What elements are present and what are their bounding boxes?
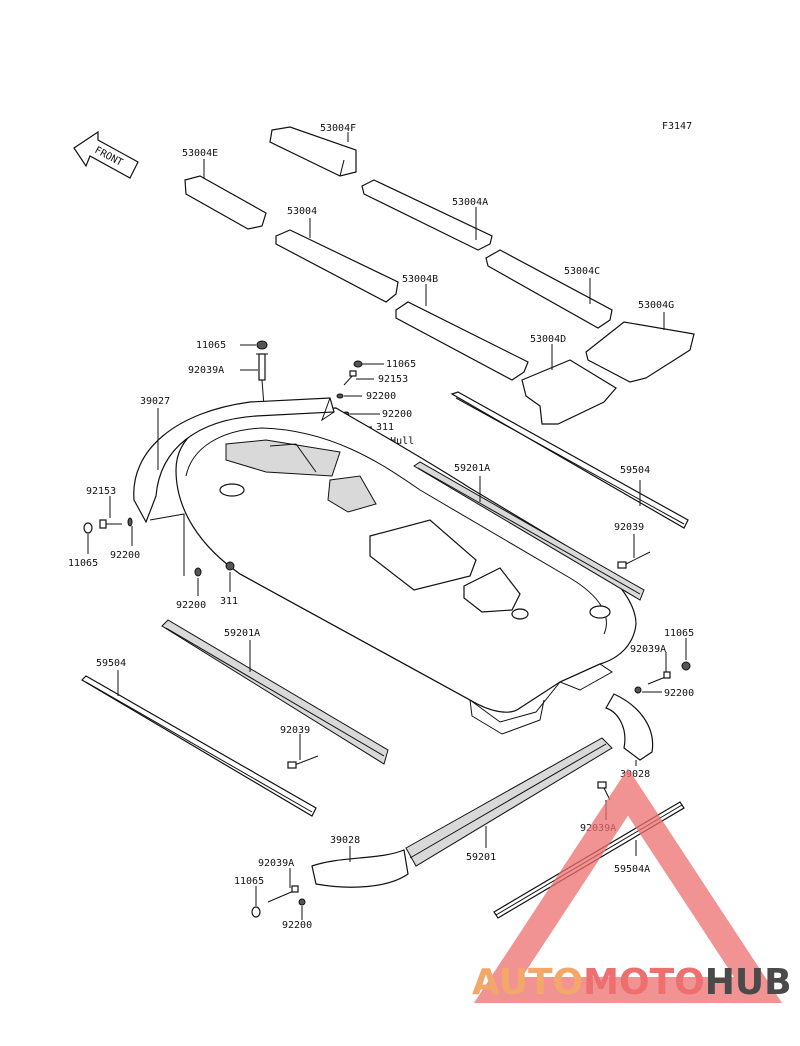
rivet-92039A-top	[256, 353, 268, 381]
mat-53004B	[395, 301, 529, 381]
label-11065-left: 11065	[68, 558, 98, 569]
label-92039-left: 92039	[280, 725, 310, 736]
bumper-39028-bot	[311, 849, 409, 888]
label-53004F: 53004F	[320, 123, 356, 134]
washer-92200-mid1	[336, 393, 344, 399]
bumper-39028-right	[605, 693, 654, 761]
label-39028-bot: 39028	[330, 835, 360, 846]
label-92153-left: 92153	[86, 486, 116, 497]
label-39028-right: 39028	[620, 769, 650, 780]
label-53004B: 53004B	[402, 274, 438, 285]
label-92200-low: 92200	[176, 600, 206, 611]
front-arrow-icon: FRONT	[73, 130, 139, 179]
label-92200-mid2: 92200	[382, 409, 412, 420]
label-92039A-botleft: 92039A	[258, 858, 294, 869]
label-92039-right: 92039	[614, 522, 644, 533]
label-59201A-left: 59201A	[224, 628, 260, 639]
label-59504-right: 59504	[620, 465, 650, 476]
rivet-92039A-bot	[597, 781, 611, 801]
rivet-92039-left	[287, 755, 319, 769]
watermark-part-moto: MOTO	[583, 962, 705, 1003]
automotohub-watermark-logo	[473, 768, 783, 1003]
label-11065-top: 11065	[196, 340, 226, 351]
figure-code: F3147	[662, 121, 692, 132]
mat-53004F	[269, 126, 357, 177]
bumper-39027	[133, 397, 335, 524]
bolt-92153-mid	[343, 370, 357, 386]
label-53004G: 53004G	[638, 300, 674, 311]
label-53004: 53004	[287, 206, 317, 217]
bolt-92153-left	[99, 519, 122, 529]
washer-92200-low	[194, 567, 202, 577]
rivet-92039-right	[617, 551, 651, 569]
washer-92200-botleft	[298, 898, 306, 906]
mat-53004A	[361, 179, 493, 251]
rail-59201A-left	[161, 619, 389, 765]
cap-11065-botleft	[251, 906, 261, 918]
mat-53004	[275, 229, 399, 303]
watermark-part-auto: AUTO	[472, 962, 583, 1003]
label-311-mid: 311	[376, 422, 394, 433]
watermark-part-hub: HUB	[705, 962, 792, 1003]
rail-59201A-right	[413, 461, 645, 601]
cap-11065-top	[256, 340, 268, 350]
label-92200-left: 92200	[110, 550, 140, 561]
cap-11065-rlow	[681, 661, 691, 671]
washer-92200-rlow	[634, 686, 642, 694]
label-92153-mid: 92153	[378, 374, 408, 385]
label-92039A-top: 92039A	[188, 365, 224, 376]
rail-59504-left	[81, 675, 317, 817]
label-53004E: 53004E	[182, 148, 218, 159]
cap-11065-mid	[353, 360, 363, 368]
label-92200-botleft: 92200	[282, 920, 312, 931]
rail-59504-right	[450, 391, 689, 529]
mat-53004C	[485, 249, 613, 329]
label-11065-mid: 11065	[386, 359, 416, 370]
watermark-text: AUTOMOTOHUB	[472, 962, 792, 1003]
washer-92200-left	[127, 517, 133, 527]
label-53004D: 53004D	[530, 334, 566, 345]
hull-body	[175, 407, 637, 735]
mat-53004D	[521, 359, 617, 425]
rivet-92039A-botleft	[267, 885, 299, 903]
label-92039A-rlow: 92039A	[630, 644, 666, 655]
label-39027: 39027	[140, 396, 170, 407]
label-59504-left: 59504	[96, 658, 126, 669]
rivet-92039A-rlow	[647, 671, 671, 685]
label-92200-mid1: 92200	[366, 391, 396, 402]
mat-53004G	[585, 321, 695, 383]
nut-311-low	[225, 561, 235, 571]
label-59201: 59201	[466, 852, 496, 863]
label-11065-rlow: 11065	[664, 628, 694, 639]
label-92200-rlow: 92200	[664, 688, 694, 699]
mat-53004E	[184, 175, 267, 230]
label-53004A: 53004A	[452, 197, 488, 208]
label-11065-botleft: 11065	[234, 876, 264, 887]
label-59201A-right: 59201A	[454, 463, 490, 474]
cap-11065-left	[83, 522, 93, 534]
label-53004C: 53004C	[564, 266, 600, 277]
label-59504A: 59504A	[614, 864, 650, 875]
label-311-low: 311	[220, 596, 238, 607]
rail-59201	[405, 737, 613, 867]
